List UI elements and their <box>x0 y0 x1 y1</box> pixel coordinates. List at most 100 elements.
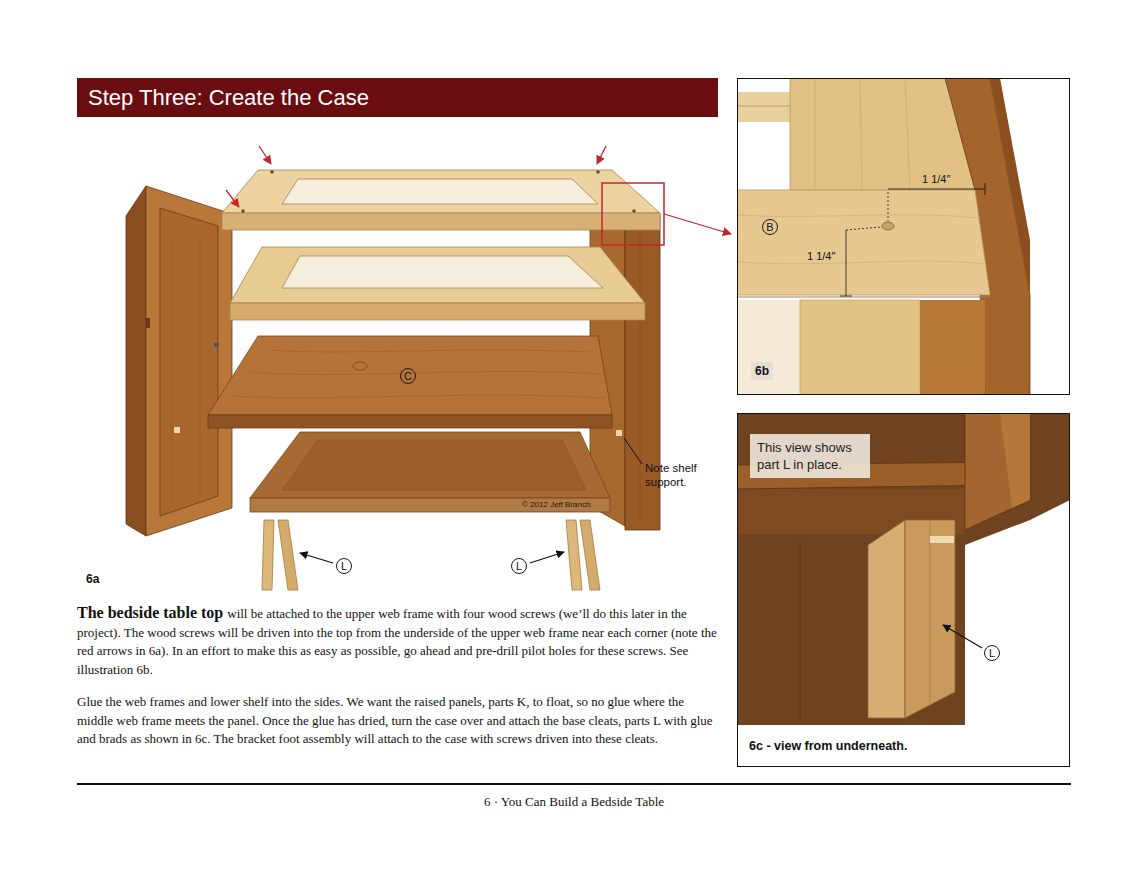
red-arrow <box>664 214 731 234</box>
body-text: Glue the web frames and lower shelf into… <box>77 694 713 746</box>
upper-web-frame <box>282 179 598 204</box>
dimension: 1 1/4″ <box>920 173 952 186</box>
shelf <box>232 350 606 398</box>
case-left-side <box>214 343 219 347</box>
detail-panel: This view shows part L in place. L 6c - vi… <box>737 413 1070 767</box>
figure-caption: 6c - view from underneath. <box>749 739 907 754</box>
corner-detail-drawing <box>737 106 790 107</box>
callout-letter: L <box>337 559 351 573</box>
corner-detail-drawing <box>790 78 975 190</box>
corner-detail-drawing <box>737 300 800 395</box>
cleat-detail-drawing <box>1000 413 1030 508</box>
shelf <box>208 415 612 428</box>
upper-web-frame <box>222 213 660 230</box>
cleat-detail-drawing <box>930 520 931 705</box>
corner-detail-drawing <box>737 215 986 264</box>
cleat-detail-drawing <box>800 540 801 720</box>
figure-number: 6b <box>751 362 773 380</box>
base-cleats <box>566 520 582 590</box>
red-arrow <box>259 146 271 164</box>
callout-letter: L <box>985 646 999 660</box>
figure-number: 6a <box>86 572 99 586</box>
red-arrow <box>226 146 731 245</box>
detail-panel: B 6b <box>737 78 1070 395</box>
note-text: This view shows part L in place. <box>757 439 863 473</box>
case-left-side <box>146 318 150 328</box>
case-left-side <box>126 186 232 536</box>
shelf <box>208 336 612 428</box>
base-cleats <box>262 520 274 590</box>
corner-detail-drawing <box>846 230 847 296</box>
cleat-detail-drawing <box>737 413 1070 767</box>
leader-line <box>530 552 564 563</box>
page-footer: 6 · You Can Build a Bedside Table <box>0 794 1148 810</box>
paragraph: The bedside table topwill be attached to… <box>77 604 718 680</box>
corner-detail-drawing <box>815 78 910 190</box>
corner-detail-drawing <box>888 189 985 190</box>
corner-detail-drawing <box>737 190 990 295</box>
corner-detail-drawing <box>985 183 986 195</box>
red-arrow <box>597 146 606 164</box>
part-letter: B <box>762 219 778 235</box>
watermark: © 2012 Jeff Branch <box>522 500 590 510</box>
corner-detail-drawing <box>800 300 920 395</box>
cleat-detail-drawing <box>965 413 1030 530</box>
leader-line <box>624 438 642 464</box>
case-left-side <box>126 186 146 536</box>
case-left-side <box>160 208 218 516</box>
case-right-side <box>640 230 641 520</box>
corner-detail-drawing <box>920 300 985 395</box>
part-letter: L <box>511 558 527 574</box>
cleat-detail-drawing <box>868 520 905 718</box>
case-left-side <box>172 240 173 500</box>
cleat-detail-drawing <box>943 625 982 648</box>
upper-web-frame <box>241 209 245 213</box>
dimension: 1 1/4″ <box>805 250 837 263</box>
middle-web-frame <box>230 303 645 320</box>
lower-shelf <box>250 498 610 512</box>
upper-web-frame <box>222 170 660 230</box>
base-cleats <box>262 520 600 590</box>
base-cleats <box>278 520 298 590</box>
paragraph: Glue the web frames and lower shelf into… <box>77 693 718 749</box>
leader-note: Note shelf support. <box>645 462 713 489</box>
corner-detail-drawing <box>737 78 1070 395</box>
shelf <box>208 336 612 415</box>
upper-web-frame <box>596 170 600 174</box>
case-left-side <box>200 240 201 496</box>
red-arrow <box>602 183 664 245</box>
cleat-detail-drawing <box>905 520 955 718</box>
callout-letter: L <box>512 559 526 573</box>
corner-detail-drawing <box>888 192 889 221</box>
upper-web-frame <box>632 209 636 213</box>
lower-shelf <box>250 432 610 498</box>
corner-detail-drawing <box>846 227 881 230</box>
lower-shelf <box>250 432 610 512</box>
cleat-detail-drawing <box>737 413 1070 725</box>
cleat-detail-drawing <box>930 536 954 543</box>
middle-web-frame <box>230 247 645 303</box>
callout-letter: B <box>763 220 777 234</box>
leader-line <box>300 438 642 563</box>
corner-detail-drawing <box>737 92 790 122</box>
page-title: Step Three: Create the Case <box>77 78 718 117</box>
note-box: This view shows part L in place. <box>750 434 870 478</box>
leader-line <box>300 553 333 563</box>
case-left-side <box>146 186 232 536</box>
corner-detail-drawing <box>737 296 990 297</box>
case-left-side <box>174 427 180 433</box>
cleat-detail-drawing <box>737 413 1070 767</box>
case-right-side <box>616 430 622 436</box>
corner-detail-drawing <box>840 296 852 297</box>
lower-shelf <box>282 440 586 490</box>
part-letter: L <box>984 645 1000 661</box>
title-band: Step Three: Create the Case <box>77 78 718 117</box>
corner-detail-drawing <box>882 222 894 230</box>
red-arrow <box>226 190 239 207</box>
corner-detail-drawing <box>990 78 1030 295</box>
corner-detail-drawing <box>737 78 1070 395</box>
callout-letter: C <box>401 369 415 383</box>
upper-web-frame <box>270 170 274 174</box>
